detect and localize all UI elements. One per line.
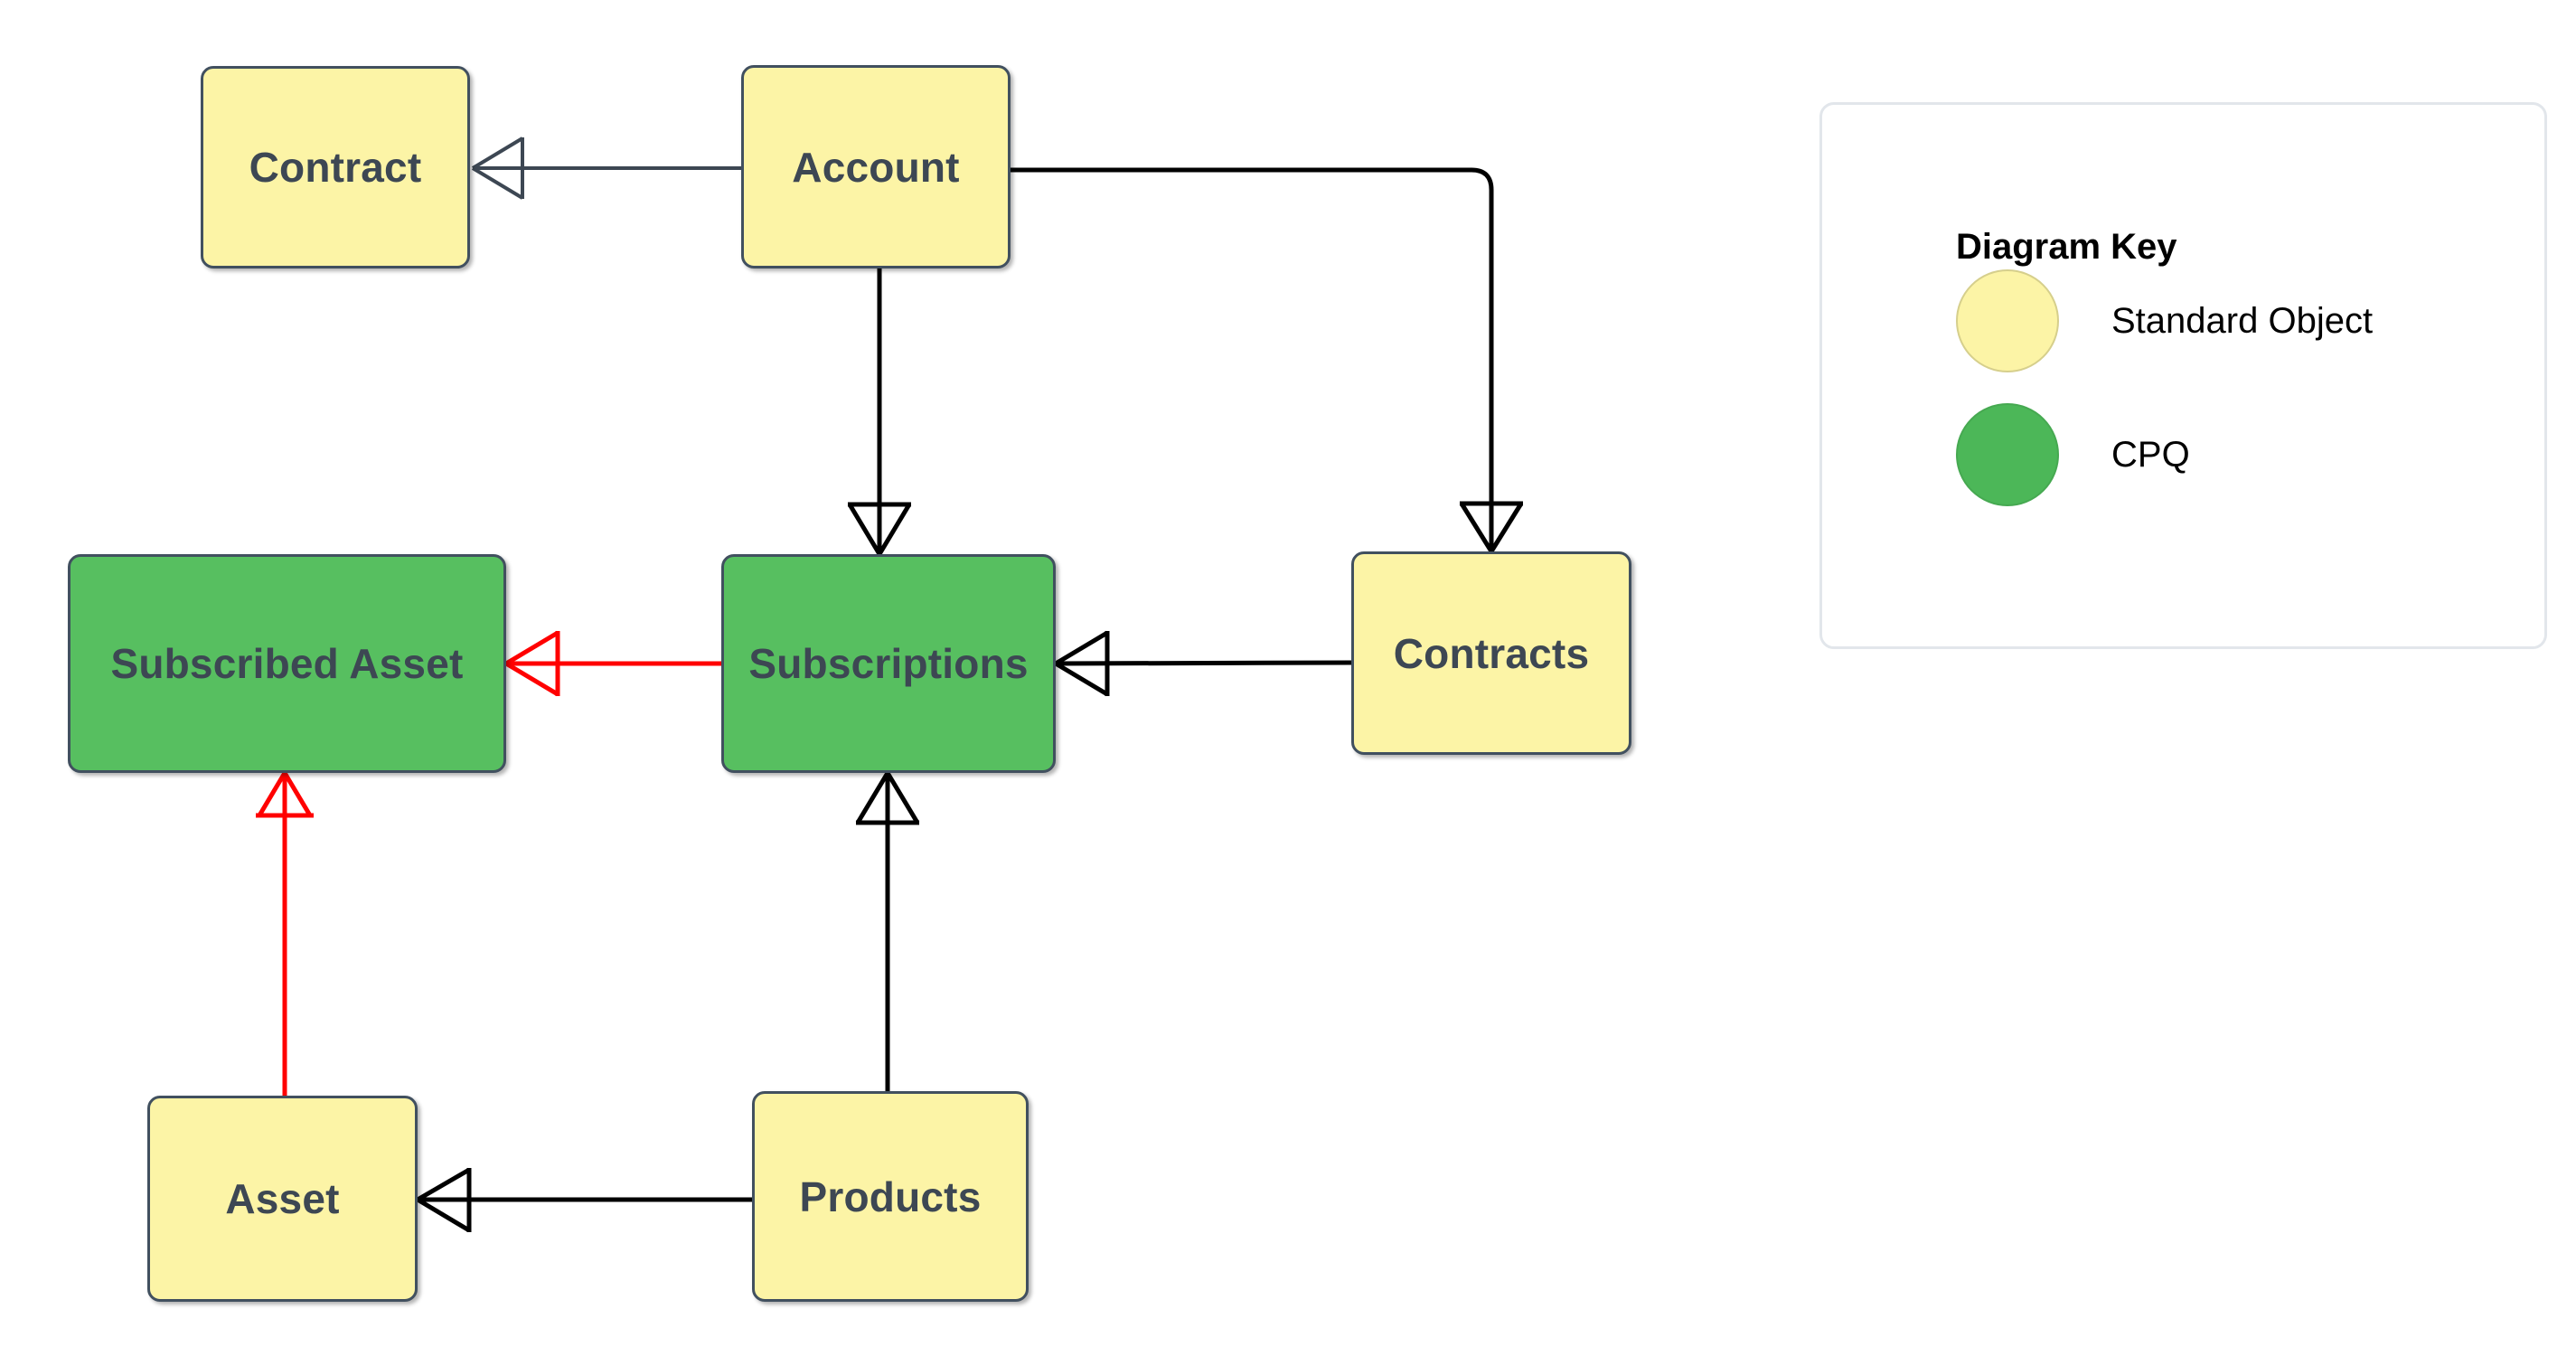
edge-account-contracts	[1011, 167, 1524, 553]
legend-item-label: CPQ	[2111, 434, 2190, 475]
edge-subscriptions-contracts	[1054, 630, 1352, 697]
entity-asset[interactable]: Asset	[147, 1096, 418, 1302]
edge-contract-account	[471, 137, 741, 200]
entity-contracts[interactable]: Contracts	[1351, 551, 1631, 755]
entity-label: Contract	[249, 144, 422, 191]
edge-subscribedasset-asset	[256, 771, 314, 1096]
entity-label: Products	[799, 1172, 982, 1220]
cpq-swatch-icon	[1956, 403, 2059, 506]
entity-label: Subscribed Asset	[110, 640, 464, 687]
standard-object-swatch-icon	[1956, 269, 2059, 372]
legend-item-cpq: CPQ	[1956, 403, 2190, 506]
entity-label: Contracts	[1393, 629, 1590, 677]
edge-subscriptions-products	[855, 771, 920, 1091]
diagram-key-title: Diagram Key	[1956, 227, 2177, 267]
entity-label: Asset	[225, 1175, 340, 1222]
entity-label: Account	[792, 143, 960, 191]
entity-label: Subscriptions	[748, 640, 1029, 687]
entity-subscribed-asset[interactable]: Subscribed Asset	[68, 554, 506, 773]
entity-subscriptions[interactable]: Subscriptions	[721, 554, 1056, 773]
edge-asset-products	[416, 1167, 752, 1233]
edge-account-subscriptions	[847, 268, 912, 556]
entity-account[interactable]: Account	[741, 65, 1011, 268]
legend-item-standard-object: Standard Object	[1956, 269, 2373, 372]
entity-products[interactable]: Products	[752, 1091, 1029, 1302]
legend-item-label: Standard Object	[2111, 300, 2374, 341]
edge-subscribedasset-subscriptions	[504, 630, 721, 697]
entity-contract[interactable]: Contract	[201, 66, 470, 268]
diagram-key-panel: Diagram Key Standard Object CPQ	[1819, 102, 2547, 649]
